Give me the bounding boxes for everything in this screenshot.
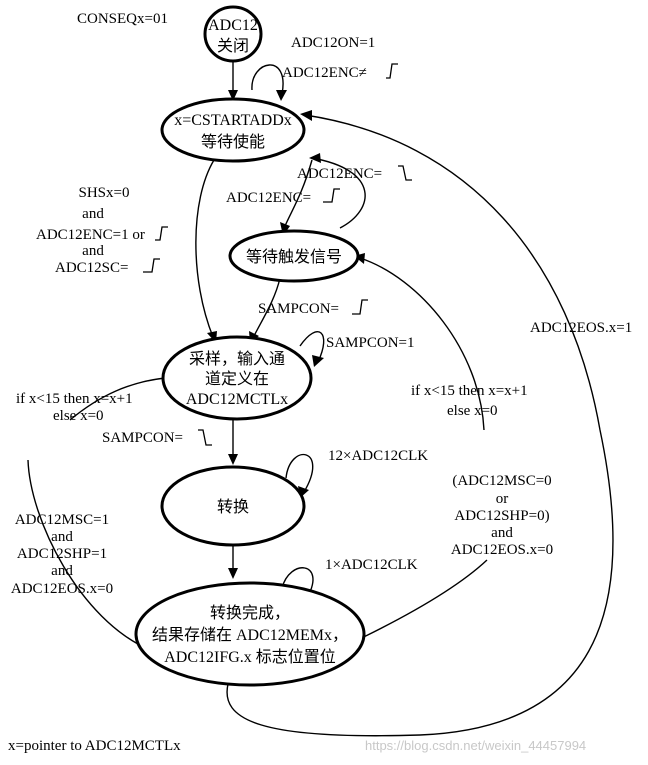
- label-left-if-1: if x<15 then x=x+1: [16, 391, 133, 407]
- state-sample-line-3: ADC12MCTLx: [186, 391, 288, 408]
- edge-rise-symbol: [143, 258, 160, 273]
- label-enc-not: ADC12ENC≠: [282, 65, 367, 81]
- state-done: [134, 581, 366, 687]
- state-wait-enable-line-2: 等待使能: [201, 133, 265, 151]
- edge-done-to-sample-left-upper: [69, 377, 166, 421]
- arrowhead: [309, 153, 321, 163]
- label-msc0-5: ADC12EOS.x=0: [451, 542, 553, 558]
- label-left-if-2: else x=0: [53, 408, 104, 424]
- state-done-line-2: 结果存储在 ADC12MEMx，: [152, 626, 348, 644]
- edge-self-convert: [285, 453, 314, 493]
- label-clk1: 1×ADC12CLK: [325, 557, 418, 573]
- label-enc-fall: ADC12ENC=: [297, 166, 382, 182]
- label-msc1-2: and: [51, 529, 73, 545]
- label-msc1-4: and: [51, 563, 73, 579]
- state-convert: [160, 465, 306, 547]
- edge-fall-symbol: [198, 429, 212, 446]
- label-msc1-3: ADC12SHP=1: [17, 546, 107, 562]
- pointer-note: x=pointer to ADC12MCTLx: [8, 738, 181, 754]
- label-shs-2: and: [82, 206, 104, 222]
- state-adc-off-line-1: ADC12: [208, 17, 258, 34]
- state-wait-enable: [160, 97, 306, 163]
- label-msc1-1: ADC12MSC=1: [15, 512, 109, 528]
- label-shs-4: and: [82, 243, 104, 259]
- arrowhead: [312, 355, 324, 367]
- label-adc12on: ADC12ON=1: [291, 35, 375, 51]
- edge-self-done: [281, 567, 314, 597]
- label-sampcon-fall: SAMPCON=: [102, 430, 183, 446]
- state-wait-enable-line-1: x=CSTARTADDx: [174, 112, 292, 129]
- edge-self-sample: [299, 331, 325, 363]
- label-msc1-5: ADC12EOS.x=0: [11, 581, 113, 597]
- edge-wait-enable-to-sample: [195, 159, 215, 338]
- edge-wait-enable-to-wait-trigger: [284, 159, 313, 227]
- arrowhead: [300, 110, 312, 121]
- arrowhead: [228, 568, 238, 579]
- state-wait-trigger-label: 等待触发信号: [246, 248, 342, 266]
- edge-rise-symbol: [386, 63, 398, 79]
- label-sampcon-rise: SAMPCON=: [258, 301, 339, 317]
- label-shs-3: ADC12ENC=1 or: [36, 227, 145, 243]
- label-shs-1: SHSx=0: [79, 185, 130, 201]
- edge-rise-symbol: [352, 299, 368, 315]
- edge-fall-symbol: [398, 165, 412, 181]
- state-done-line-1: 转换完成，: [210, 604, 290, 622]
- state-wait-trigger: [228, 229, 360, 283]
- arrowhead: [276, 90, 287, 101]
- state-done-line-3: ADC12IFG.x 标志位置位: [164, 648, 336, 666]
- label-msc0-3: ADC12SHP=0): [454, 508, 549, 524]
- arrowhead: [228, 454, 238, 465]
- edge-rise-symbol: [155, 226, 168, 241]
- label-sampcon-1: SAMPCON=1: [326, 335, 414, 351]
- edge-wait-trigger-to-wait-enable: [311, 157, 366, 229]
- state-sample-line-2: 道定义在: [205, 370, 269, 388]
- state-adc-off: [203, 5, 263, 63]
- label-enc-rise: ADC12ENC=: [226, 190, 311, 206]
- label-msc0-1: (ADC12MSC=0: [452, 473, 551, 489]
- watermark: https://blog.csdn.net/weixin_44457994: [365, 738, 586, 753]
- edge-done-to-wait-enable-outer: [226, 114, 614, 737]
- state-sample: [161, 335, 313, 421]
- label-shs-5: ADC12SC=: [55, 260, 128, 276]
- edge-rise-symbol: [323, 188, 340, 203]
- label-right-if-2: else x=0: [447, 403, 498, 419]
- state-convert-label: 转换: [217, 498, 249, 516]
- edge-done-to-sample-left: [27, 459, 151, 651]
- label-conseq: CONSEQx=01: [77, 11, 168, 27]
- state-sample-line-1: 采样，输入通: [189, 350, 285, 368]
- edge-self-wait-enable: [251, 64, 284, 95]
- arrowhead: [228, 90, 238, 101]
- edge-done-to-wait-trigger-upper: [359, 257, 485, 431]
- label-clk12: 12×ADC12CLK: [328, 448, 428, 464]
- label-msc0-2: or: [496, 491, 509, 507]
- label-right-if-1: if x<15 then x=x+1: [411, 383, 528, 399]
- state-adc-off-line-2: 关闭: [217, 37, 249, 55]
- edge-wait-trigger-to-sample: [253, 277, 281, 337]
- label-eos1: ADC12EOS.x=1: [530, 320, 632, 336]
- label-msc0-4: and: [491, 525, 513, 541]
